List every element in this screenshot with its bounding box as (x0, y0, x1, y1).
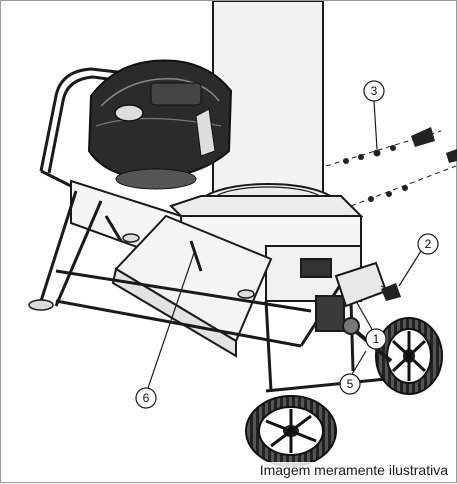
wheel-rear (375, 317, 443, 395)
callout-1: 1 (365, 328, 387, 350)
callout-6: 6 (135, 387, 157, 409)
svg-text:1: 1 (373, 332, 380, 346)
base-frame (39, 190, 387, 393)
intake-hopper (111, 214, 273, 358)
wheel-front (245, 395, 337, 467)
callout-5: 5 (339, 373, 361, 395)
fasteners (343, 127, 457, 301)
svg-text:5: 5 (347, 377, 354, 391)
svg-text:3: 3 (371, 84, 378, 98)
callout-3: 3 (363, 80, 385, 102)
callout-2: 2 (417, 233, 439, 255)
feet (28, 233, 255, 311)
engine (87, 59, 233, 190)
svg-text:6: 6 (143, 391, 150, 405)
svg-text:2: 2 (425, 237, 432, 251)
leader-lines (147, 100, 422, 389)
axle-bracket (315, 261, 393, 363)
illustration-caption: Imagem meramente ilustrativa (257, 462, 450, 478)
